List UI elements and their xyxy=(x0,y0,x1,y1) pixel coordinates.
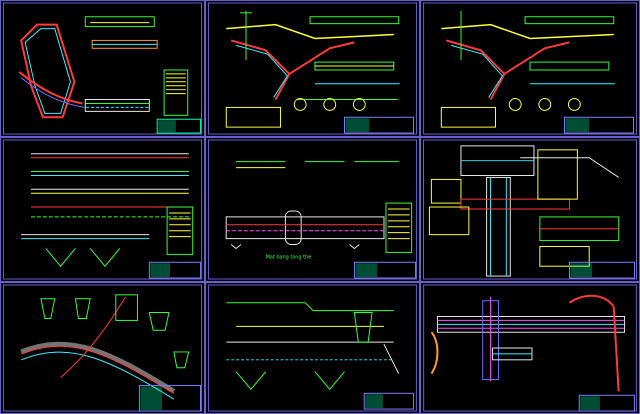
drawing-sheet-9[interactable] xyxy=(420,282,640,414)
drawing-sheet-5[interactable]: Mat bang tong the xyxy=(205,137,420,282)
drawing-sheet-2[interactable] xyxy=(205,0,420,137)
sheet-caption: Mat bang tong the xyxy=(266,254,312,260)
drawing-8 xyxy=(208,284,417,412)
drawing-5: Mat bang tong the xyxy=(207,139,418,280)
drawing-sheet-3[interactable] xyxy=(420,0,640,137)
drawing-3 xyxy=(423,2,637,135)
drawing-sheet-8[interactable] xyxy=(205,282,420,414)
drawing-sheet-6[interactable] xyxy=(420,137,640,282)
drawing-sheet-7[interactable] xyxy=(0,282,205,414)
drawing-1 xyxy=(2,2,203,135)
drawing-sheet-1[interactable] xyxy=(0,0,205,137)
drawing-9 xyxy=(423,284,637,412)
drawing-sheet-4[interactable] xyxy=(0,137,205,282)
drawing-2 xyxy=(208,2,417,135)
drawing-7 xyxy=(3,284,202,412)
drawing-6 xyxy=(422,139,638,280)
drawing-4 xyxy=(2,139,203,280)
